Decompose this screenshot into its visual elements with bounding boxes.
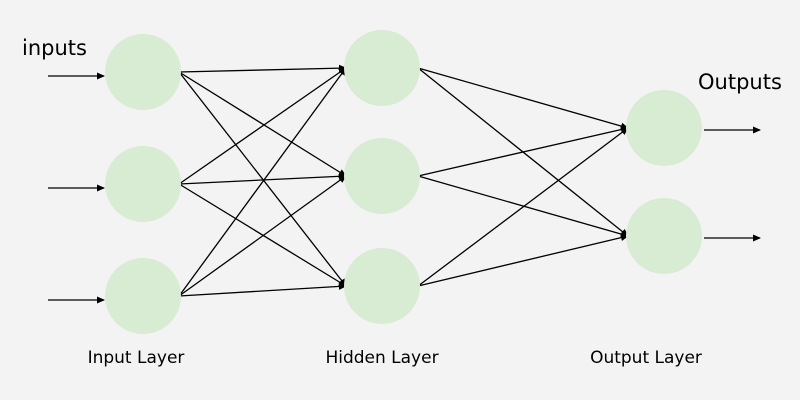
output-node-1	[626, 90, 702, 166]
input-node-2	[105, 146, 181, 222]
nodes-group	[105, 30, 702, 334]
outputs-label: Outputs	[698, 70, 782, 94]
edge-hidden1-output1	[417, 67, 629, 130]
hidden-node-2	[344, 138, 420, 214]
output-layer-label: Output Layer	[590, 348, 702, 368]
edge-input2-hidden3	[178, 183, 347, 287]
hidden-node-1	[344, 30, 420, 106]
hidden-layer-label: Hidden Layer	[325, 348, 439, 368]
edge-input1-hidden1	[179, 64, 347, 73]
edge-input1-hidden2	[178, 71, 347, 177]
edge-hidden3-output2	[417, 234, 629, 287]
connections-group	[48, 64, 761, 304]
hidden-node-3	[344, 248, 420, 324]
edge-input2-hidden1	[178, 67, 347, 185]
output-node-2	[626, 198, 702, 274]
edge-hidden2-output1	[417, 126, 629, 177]
input-node-1	[105, 34, 181, 110]
edge-input3-hidden3	[179, 282, 347, 297]
input-node-3	[105, 258, 181, 334]
input-layer-label: Input Layer	[87, 348, 185, 368]
edge-input3-hidden1	[178, 67, 347, 297]
edge-hidden2-output2	[417, 175, 629, 238]
edge-input3-hidden2	[178, 175, 347, 297]
edge-hidden3-output1	[417, 127, 629, 287]
edge-input2-hidden2	[179, 172, 347, 185]
inputs-label: inputs	[22, 36, 87, 60]
edge-input1-hidden3	[178, 71, 347, 287]
